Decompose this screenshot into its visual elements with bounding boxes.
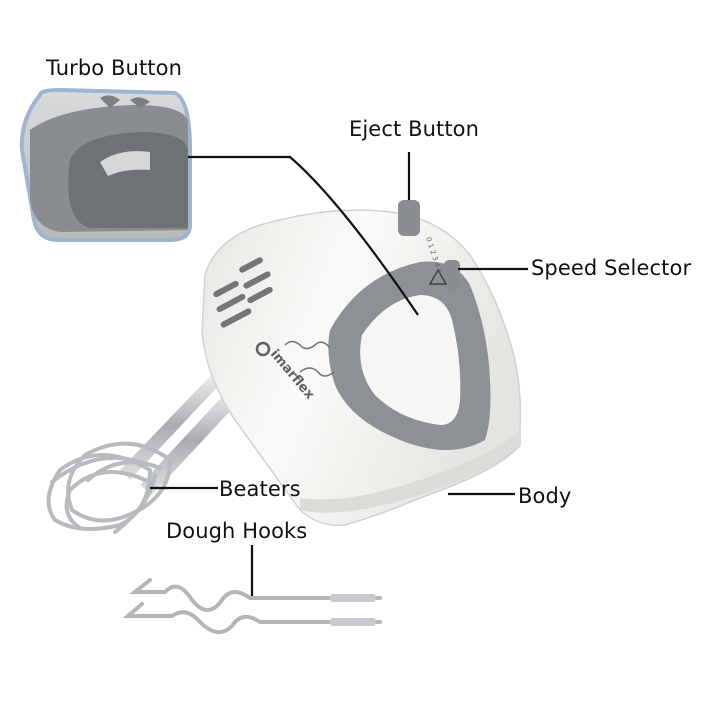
beaters-label: Beaters bbox=[219, 477, 301, 501]
turbo-button-inset bbox=[19, 87, 192, 242]
eject-button bbox=[398, 200, 420, 236]
decorative-swirl bbox=[299, 367, 335, 377]
turbo-leader-line bbox=[188, 155, 419, 316]
dough-hooks bbox=[122, 578, 382, 634]
leader-lines bbox=[150, 152, 528, 596]
turbo-button bbox=[100, 151, 150, 176]
vent-slots bbox=[213, 257, 273, 328]
eject-button-label: Eject Button bbox=[349, 117, 480, 141]
speed-selector-label: Speed Selector bbox=[531, 256, 692, 280]
body-label: Body bbox=[518, 484, 572, 508]
turbo-button-label: Turbo Button bbox=[46, 56, 182, 80]
decorative-swirl bbox=[284, 340, 331, 350]
handle-grip bbox=[328, 261, 491, 450]
beaters bbox=[46, 441, 173, 534]
dough-hooks-label: Dough Hooks bbox=[166, 519, 308, 543]
speed-selector bbox=[428, 260, 460, 290]
beater-shafts bbox=[120, 372, 244, 495]
